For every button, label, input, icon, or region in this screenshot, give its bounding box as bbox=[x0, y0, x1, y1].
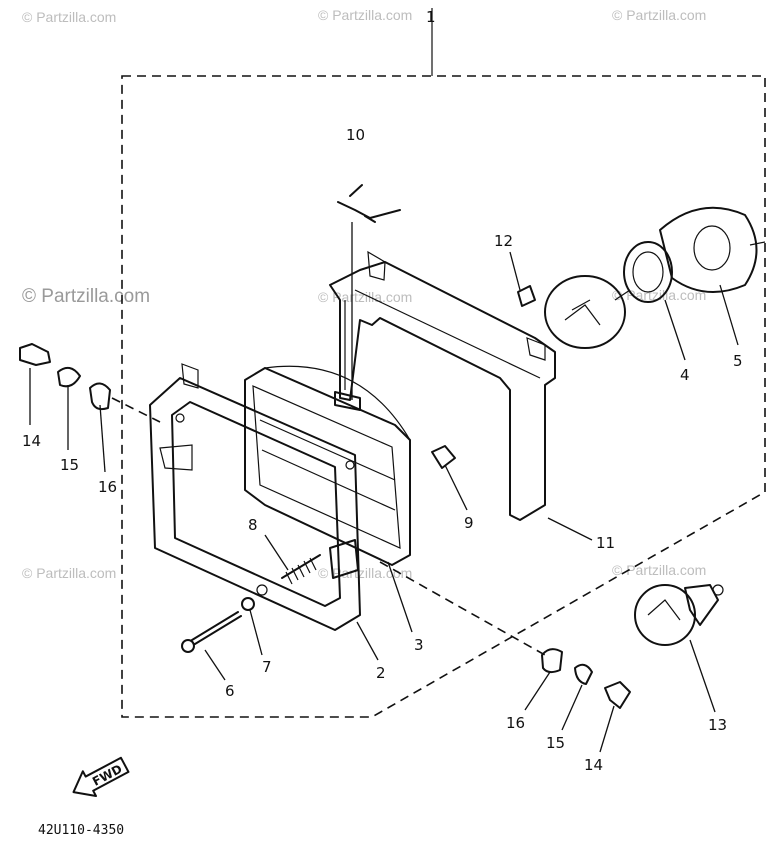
headlight-rim bbox=[149, 363, 361, 631]
bulb-socket bbox=[544, 241, 673, 349]
callout-11: 11 bbox=[596, 534, 615, 552]
watermark: © Partzilla.com bbox=[318, 7, 412, 23]
watermark: © Partzilla.com bbox=[22, 565, 116, 581]
clip-small bbox=[431, 445, 456, 469]
callout-15-left: 15 bbox=[60, 456, 79, 474]
callout-16-left: 16 bbox=[98, 478, 117, 496]
watermark: © Partzilla.com bbox=[318, 565, 412, 581]
callout-10: 10 bbox=[346, 126, 365, 144]
callout-16-right: 16 bbox=[506, 714, 525, 732]
headlight-unit bbox=[244, 365, 411, 566]
leader-lines bbox=[29, 251, 739, 753]
assembly-boundary bbox=[121, 75, 766, 718]
right-fasteners bbox=[379, 561, 631, 709]
watermark: © Partzilla.com bbox=[318, 289, 412, 305]
watermark: © Partzilla.com bbox=[22, 9, 116, 25]
dust-cover bbox=[659, 206, 766, 294]
callout-5: 5 bbox=[733, 352, 743, 370]
bulb bbox=[634, 584, 724, 646]
nut bbox=[241, 597, 255, 611]
callout-2: 2 bbox=[376, 664, 386, 682]
callout-13: 13 bbox=[708, 716, 727, 734]
callout-12: 12 bbox=[494, 232, 513, 250]
callout-7: 7 bbox=[262, 658, 272, 676]
watermark: © Partzilla.com bbox=[612, 7, 706, 23]
screw bbox=[181, 611, 242, 653]
diagram-code: 42U110-4350 bbox=[38, 823, 124, 838]
left-fasteners bbox=[19, 343, 161, 423]
headlight-housing bbox=[329, 250, 556, 521]
callout-3: 3 bbox=[414, 636, 424, 654]
fwd-arrow: FWD bbox=[72, 756, 130, 797]
callout-14-right: 14 bbox=[584, 756, 603, 774]
callout-15-right: 15 bbox=[546, 734, 565, 752]
callout-14-left: 14 bbox=[22, 432, 41, 450]
callout-8: 8 bbox=[248, 516, 258, 534]
callout-9: 9 bbox=[464, 514, 474, 532]
watermark: © Partzilla.com bbox=[612, 562, 706, 578]
watermark: © Partzilla.com bbox=[22, 286, 150, 307]
callout-1: 1 bbox=[426, 8, 436, 26]
callout-6: 6 bbox=[225, 682, 235, 700]
clip bbox=[337, 184, 401, 223]
screw-small bbox=[517, 285, 536, 307]
callout-4: 4 bbox=[680, 366, 690, 384]
spring bbox=[281, 554, 321, 585]
